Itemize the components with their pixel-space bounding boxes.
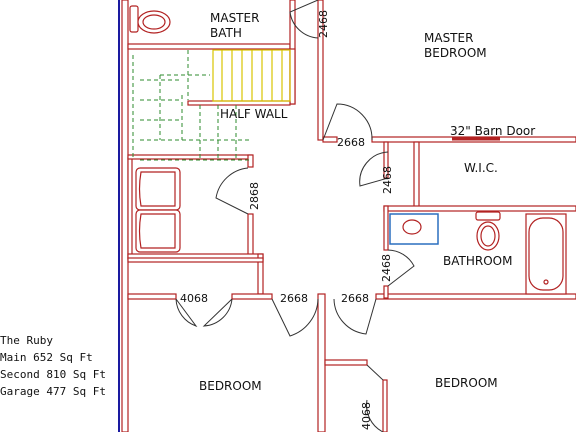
sink [389,213,439,245]
door-size-bathroom: 2468 [380,254,393,282]
wall-west [121,0,129,432]
wall-laundry-east-top [247,154,254,168]
door-size-closet: 4068 [180,292,208,305]
plan-main-sqft: Main 652 Sq Ft [0,351,93,364]
wic-label: W.I.C. [464,161,498,175]
stair-treads [212,49,291,102]
master-bath-label-2: BATH [210,26,242,40]
wall-bedroom-north-left [127,293,177,300]
half-wall-label: HALF WALL [220,107,288,121]
wall-wic-west [383,141,389,179]
door-size-bed-right-closet: 4068 [360,402,373,430]
toilet-bathroom [475,211,501,251]
door-size-master-bath: 2468 [317,10,330,38]
bathroom-label: BATHROOM [443,254,512,268]
master-bedroom-label-2: BEDROOM [424,46,487,60]
wall-master-bed-west [317,0,324,141]
wall-master-bed-south-left [322,136,338,143]
wall-bath-west-top [383,205,389,251]
door-size-hall-top: 2668 [337,136,365,149]
wall-wic-south [383,205,576,212]
wall-laundry-east-bottom [247,213,254,259]
plan-garage-sqft: Garage 477 Sq Ft [0,385,106,398]
bedroom-right-label: BEDROOM [435,376,498,390]
door-size-laundry: 2868 [248,182,261,210]
bathtub [525,213,567,295]
door-swings [175,0,415,432]
wall-closet-row-north [127,257,264,263]
wall-master-bath-south [127,43,291,50]
wall-bedroom-divider [317,293,326,432]
door-size-bed-right: 2668 [341,292,369,305]
washer-dryer [135,167,181,253]
wall-stair-east [289,48,296,105]
plan-info: The Ruby Main 652 Sq Ft Second 810 Sq Ft… [0,332,106,400]
wall-right-bedroom-closet-v [382,379,388,432]
master-bath-label-1: MASTER [210,11,259,25]
door-size-bed-left: 2668 [280,292,308,305]
wall-laundry-west-stub [127,157,133,259]
plan-name: The Ruby [0,334,53,347]
wall-right-bedroom-closet [324,359,368,366]
stairs [132,50,250,161]
wall-bath-west-bottom [383,285,389,299]
wall-wic-west-2 [413,141,420,211]
master-bedroom-label-1: MASTER [424,31,473,45]
bedroom-left-label: BEDROOM [199,379,262,393]
walls [121,0,576,432]
toilet-master-bath [129,5,171,34]
barn-door-label: 32" Barn Door [450,124,535,138]
wall-bedroom-north-right [375,293,576,300]
wall-bedroom-north-mid [231,293,273,300]
door-size-wic: 2468 [381,166,394,194]
wall-laundry-north [127,154,253,160]
plan-second-sqft: Second 810 Sq Ft [0,368,106,381]
